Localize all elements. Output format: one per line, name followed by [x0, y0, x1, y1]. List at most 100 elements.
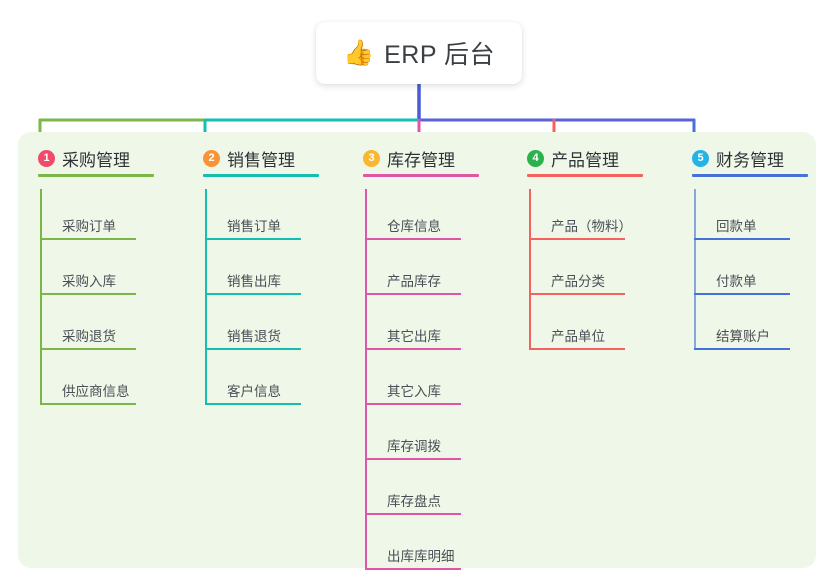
column-item-list: 采购订单采购入库采购退货供应商信息: [38, 189, 136, 409]
list-item-label: 销售退货: [227, 329, 281, 344]
column-title: 产品管理: [551, 150, 619, 170]
list-item-underline: [365, 238, 461, 240]
column-spine: [365, 189, 367, 570]
column-underline: [692, 174, 808, 177]
list-item-underline: [365, 568, 461, 570]
list-item-underline: [365, 513, 461, 515]
list-item-label: 出库库明细: [387, 549, 455, 564]
list-item[interactable]: 出库库明细: [363, 519, 461, 574]
list-item-underline: [529, 238, 625, 240]
column-库存管理: 3 库存管理仓库信息产品库存其它出库其它入库库存调拨库存盘点出库库明细: [363, 146, 479, 574]
list-item[interactable]: 采购退货: [38, 299, 136, 354]
column-spine: [40, 189, 42, 405]
list-item-underline: [205, 348, 301, 350]
list-item-label: 产品分类: [551, 274, 605, 289]
column-number-badge: 3: [363, 149, 380, 167]
list-item-label: 其它入库: [387, 384, 441, 399]
list-item-label: 回款单: [716, 219, 757, 234]
list-item-label: 销售出库: [227, 274, 281, 289]
list-item-label: 付款单: [716, 274, 757, 289]
list-item[interactable]: 产品单位: [527, 299, 625, 354]
list-item-label: 客户信息: [227, 384, 281, 399]
list-item-label: 库存盘点: [387, 494, 441, 509]
list-item-underline: [365, 348, 461, 350]
list-item-label: 结算账户: [716, 329, 770, 344]
column-underline: [203, 174, 319, 177]
column-item-list: 回款单付款单结算账户: [692, 189, 790, 354]
list-item[interactable]: 客户信息: [203, 354, 301, 409]
list-item[interactable]: 销售出库: [203, 244, 301, 299]
list-item[interactable]: 付款单: [692, 244, 790, 299]
column-item-list: 仓库信息产品库存其它出库其它入库库存调拨库存盘点出库库明细: [363, 189, 461, 574]
list-item-label: 销售订单: [227, 219, 281, 234]
list-item[interactable]: 仓库信息: [363, 189, 461, 244]
column-underline: [38, 174, 154, 177]
list-item-underline: [694, 238, 790, 240]
column-header[interactable]: 2 销售管理: [203, 146, 319, 180]
column-number-badge: 4: [527, 149, 544, 167]
column-header[interactable]: 4 产品管理: [527, 146, 643, 180]
list-item[interactable]: 销售退货: [203, 299, 301, 354]
list-item-label: 其它出库: [387, 329, 441, 344]
list-item-underline: [365, 403, 461, 405]
column-title: 库存管理: [387, 150, 455, 170]
list-item[interactable]: 产品库存: [363, 244, 461, 299]
list-item-underline: [40, 348, 136, 350]
column-采购管理: 1 采购管理采购订单采购入库采购退货供应商信息: [38, 146, 154, 409]
list-item-underline: [40, 293, 136, 295]
list-item-underline: [40, 403, 136, 405]
column-number-badge: 1: [38, 149, 55, 167]
thumbs-up-icon: 👍: [342, 38, 375, 67]
column-item-list: 产品（物料） 产品分类产品单位: [527, 189, 632, 354]
list-item-label: 产品单位: [551, 329, 605, 344]
root-node-label: ERP 后台: [384, 41, 496, 69]
list-item[interactable]: 其它出库: [363, 299, 461, 354]
list-item-underline: [40, 238, 136, 240]
column-title: 采购管理: [62, 150, 130, 170]
list-item-underline: [205, 238, 301, 240]
root-node[interactable]: 👍 ERP 后台: [316, 22, 522, 84]
list-item[interactable]: 其它入库: [363, 354, 461, 409]
column-spine: [529, 189, 531, 350]
list-item[interactable]: 结算账户: [692, 299, 790, 354]
column-spine: [694, 189, 696, 350]
column-underline: [363, 174, 479, 177]
list-item-underline: [205, 403, 301, 405]
column-underline: [527, 174, 643, 177]
list-item[interactable]: 产品（物料）: [527, 189, 632, 244]
list-item-label: 仓库信息: [387, 219, 441, 234]
column-number-badge: 2: [203, 149, 220, 167]
column-header[interactable]: 1 采购管理: [38, 146, 154, 180]
list-item-underline: [529, 293, 625, 295]
list-item[interactable]: 采购入库: [38, 244, 136, 299]
column-header-row: 2 销售管理: [203, 146, 295, 170]
column-number-badge: 5: [692, 149, 709, 167]
list-item[interactable]: 供应商信息: [38, 354, 136, 409]
list-item-label: 库存调拨: [387, 439, 441, 454]
list-item[interactable]: 回款单: [692, 189, 790, 244]
list-item[interactable]: 库存盘点: [363, 464, 461, 519]
list-item-label: 采购订单: [62, 219, 116, 234]
column-header-row: 1 采购管理: [38, 146, 130, 170]
column-header-row: 3 库存管理: [363, 146, 455, 170]
list-item[interactable]: 销售订单: [203, 189, 301, 244]
list-item[interactable]: 库存调拨: [363, 409, 461, 464]
list-item-label: 采购入库: [62, 274, 116, 289]
column-header-row: 4 产品管理: [527, 146, 619, 170]
column-title: 销售管理: [227, 150, 295, 170]
column-header[interactable]: 3 库存管理: [363, 146, 479, 180]
list-item-label: 产品（物料）: [551, 219, 632, 234]
list-item[interactable]: 产品分类: [527, 244, 625, 299]
list-item-underline: [694, 348, 790, 350]
list-item-label: 产品库存: [387, 274, 441, 289]
column-item-list: 销售订单销售出库销售退货客户信息: [203, 189, 301, 409]
diagram-panel: [18, 132, 816, 568]
list-item-underline: [694, 293, 790, 295]
list-item-label: 供应商信息: [62, 384, 130, 399]
column-销售管理: 2 销售管理销售订单销售出库销售退货客户信息: [203, 146, 319, 409]
list-item[interactable]: 采购订单: [38, 189, 136, 244]
